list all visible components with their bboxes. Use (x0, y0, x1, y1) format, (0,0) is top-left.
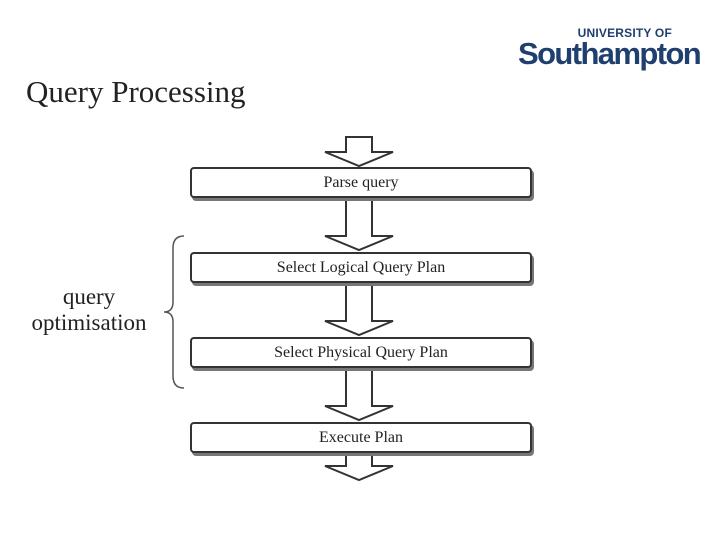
step-label: Select Logical Query Plan (276, 258, 446, 276)
step-label: Execute Plan (319, 428, 403, 446)
step-execute-plan: Execute Plan (190, 422, 532, 453)
arrow-out (324, 450, 394, 482)
arrow-in (324, 136, 394, 168)
optimisation-bracket (163, 235, 185, 389)
slide-title: Query Processing (26, 74, 246, 109)
university-logo: UNIVERSITY OF Southampton (518, 26, 702, 71)
arrow-logical-to-physical (324, 280, 394, 337)
step-parse-query: Parse query (190, 167, 532, 198)
step-label: Parse query (323, 173, 399, 191)
label-line-2: optimisation (31, 310, 147, 335)
step-select-physical-plan: Select Physical Query Plan (190, 337, 532, 368)
logo-main-text: Southampton (518, 36, 702, 71)
step-select-logical-plan: Select Logical Query Plan (190, 252, 532, 283)
step-label: Select Physical Query Plan (274, 343, 448, 361)
logo-top-text: UNIVERSITY OF (577, 26, 672, 40)
arrow-parse-to-logical (324, 195, 394, 252)
label-line-1: query (62, 284, 116, 309)
query-optimisation-label: query optimisation (14, 284, 164, 336)
arrow-physical-to-execute (324, 365, 394, 422)
